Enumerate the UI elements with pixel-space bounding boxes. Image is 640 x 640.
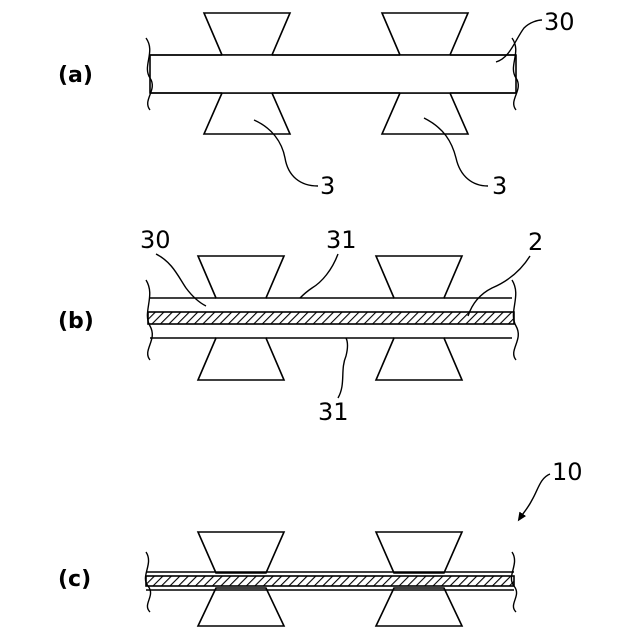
panel-b: (b) 30 31 2 31 bbox=[58, 226, 543, 426]
ref-label-b-31-bottom: 31 bbox=[318, 398, 349, 426]
panel-label-b: (b) bbox=[58, 309, 94, 334]
protrusion-c-bottom-left bbox=[198, 588, 284, 626]
ref-label-c-10: 10 bbox=[552, 458, 583, 486]
protrusion-b-top-right bbox=[376, 256, 462, 298]
ref-label-b-30: 30 bbox=[140, 226, 171, 254]
ref-label-a-3-right: 3 bbox=[492, 172, 507, 200]
panel-a: (a) 30 3 3 bbox=[58, 8, 575, 200]
ref-label-b-2: 2 bbox=[528, 228, 543, 256]
ref-label-b-31-top: 31 bbox=[326, 226, 357, 254]
panel-label-a: (a) bbox=[58, 63, 93, 88]
leader-c-10-arrow bbox=[520, 474, 550, 518]
protrusion-b-bottom-right bbox=[376, 338, 462, 380]
protrusion-a-top-right bbox=[382, 13, 468, 55]
protrusion-a-bottom-left bbox=[204, 93, 290, 134]
hatched-strip-c bbox=[146, 576, 514, 586]
leader-b-31-top bbox=[300, 254, 338, 298]
panel-label-c: (c) bbox=[58, 567, 91, 592]
protrusion-a-bottom-right bbox=[382, 93, 468, 134]
protrusion-c-top-right bbox=[376, 532, 462, 573]
leader-b-2 bbox=[468, 256, 530, 316]
ref-label-a-3-left: 3 bbox=[320, 172, 335, 200]
protrusion-b-top-left bbox=[198, 256, 284, 298]
hatched-strip-b bbox=[148, 312, 514, 324]
protrusion-c-bottom-right bbox=[376, 588, 462, 626]
strip-a-core bbox=[150, 55, 516, 93]
ref-label-a-30: 30 bbox=[544, 8, 575, 36]
protrusion-a-top-left bbox=[204, 13, 290, 55]
leader-b-31-bottom bbox=[338, 338, 348, 398]
protrusion-b-bottom-left bbox=[198, 338, 284, 380]
panel-c: (c) 10 bbox=[58, 458, 583, 626]
protrusion-c-top-left bbox=[198, 532, 284, 573]
